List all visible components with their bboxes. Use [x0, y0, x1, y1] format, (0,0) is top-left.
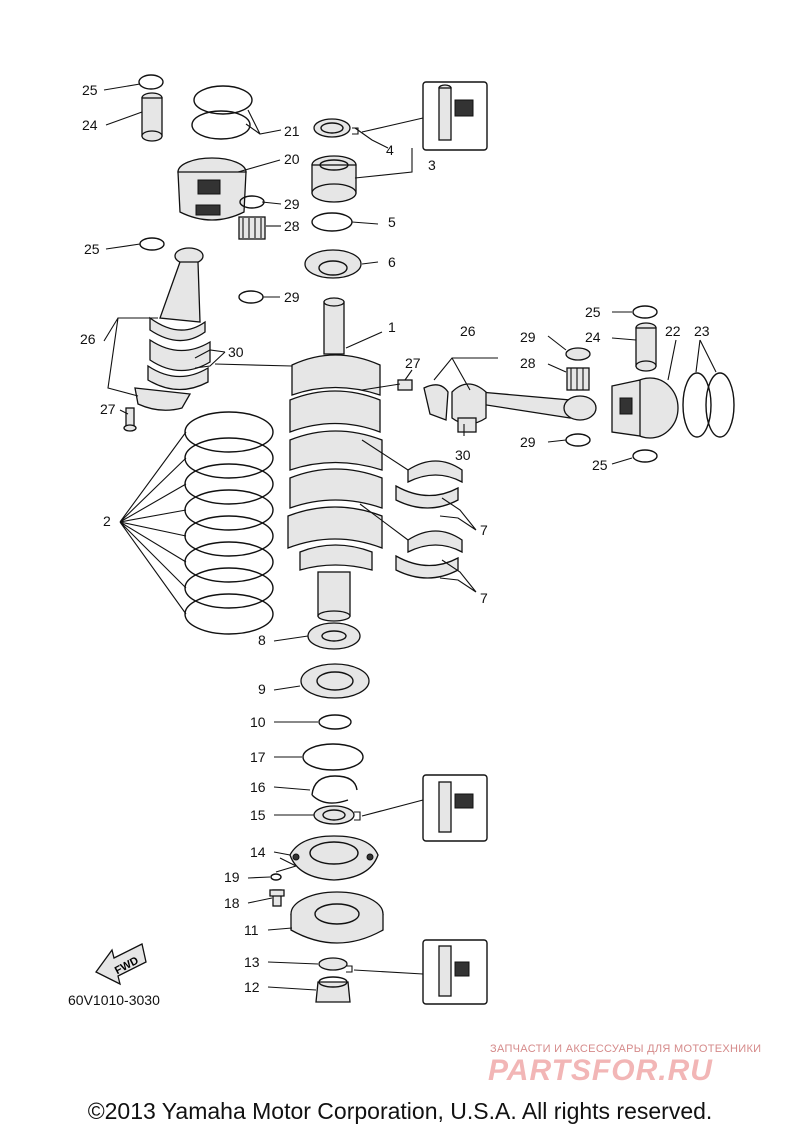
callout-30: 30 — [228, 344, 244, 360]
callout-7: 7 — [480, 590, 488, 606]
callout-11: 11 — [244, 922, 259, 938]
callout-30: 30 — [455, 447, 471, 463]
callout-25: 25 — [84, 241, 100, 257]
connecting-rod-right — [397, 347, 658, 463]
housing-14 — [289, 835, 379, 881]
callout-20: 20 — [284, 151, 300, 167]
callout-26: 26 — [80, 331, 96, 347]
crankshaft-exploded-diagram: FWD — [68, 74, 735, 1008]
callout-29: 29 — [520, 329, 536, 345]
leader-lines — [103, 83, 717, 991]
nut-12 — [315, 976, 351, 1003]
bearing-6 — [304, 249, 362, 279]
callout-23: 23 — [694, 323, 710, 339]
callout-4: 4 — [386, 142, 394, 158]
washer-19 — [270, 873, 282, 881]
fwd-arrow-icon: FWD — [95, 943, 147, 986]
piston-pin-right — [635, 322, 657, 372]
callout-1: 1 — [388, 319, 396, 335]
piston-rings-right — [682, 372, 735, 438]
callout-25: 25 — [82, 82, 98, 98]
lubricant-symbol-top — [422, 81, 488, 151]
diagram-code: 60V1010-3030 — [68, 992, 160, 1008]
bearing-11 — [290, 891, 384, 944]
piston-pin-left — [141, 92, 163, 142]
piston-right — [611, 377, 679, 439]
main-bearing-7-upper — [395, 460, 463, 509]
gear-8 — [307, 622, 361, 650]
callout-labels: 25 24 21 20 29 28 25 29 26 30 27 4 3 5 6… — [68, 82, 710, 1008]
callout-29: 29 — [284, 289, 300, 305]
callout-17: 17 — [250, 749, 266, 765]
callout-25: 25 — [585, 304, 601, 320]
piston-rings-left — [191, 85, 253, 140]
callout-22: 22 — [665, 323, 681, 339]
watermark-tagline: ЗАПЧАСТИ И АКСЕССУАРЫ ДЛЯ МОТОТЕХНИКИ — [490, 1043, 762, 1055]
crankshaft-1 — [287, 297, 383, 622]
bolt-18 — [269, 889, 285, 907]
piston-ring-stack-2 — [184, 411, 274, 635]
retainer-16 — [311, 775, 358, 804]
callout-27: 27 — [405, 355, 421, 371]
callout-18: 18 — [224, 895, 240, 911]
callout-19: 19 — [224, 869, 240, 885]
main-bearing-7-lower — [395, 530, 463, 579]
circlip-10 — [318, 714, 352, 730]
piston-clip-mid-left — [139, 237, 165, 251]
piston-clip-top-right — [632, 305, 658, 319]
lubricant-symbol-bottom — [422, 939, 488, 1005]
callout-3: 3 — [428, 157, 436, 173]
callout-24: 24 — [82, 117, 98, 133]
callout-25: 25 — [592, 457, 608, 473]
oil-seal-4 — [313, 118, 351, 138]
callout-6: 6 — [388, 254, 396, 270]
o-ring-5 — [311, 212, 353, 232]
oil-seal-13 — [318, 957, 348, 971]
piston-left-details — [238, 195, 266, 240]
copyright-notice: ©2013 Yamaha Motor Corporation, U.S.A. A… — [87, 1098, 713, 1124]
piston-left — [177, 157, 247, 221]
connecting-rod-left — [123, 247, 264, 432]
callout-21: 21 — [284, 123, 300, 139]
callout-26: 26 — [460, 323, 476, 339]
callout-28: 28 — [284, 218, 300, 234]
o-ring-17 — [302, 743, 364, 771]
piston-clip-top-left — [138, 74, 164, 90]
callout-15: 15 — [250, 807, 266, 823]
callout-24: 24 — [585, 329, 601, 345]
callout-27: 27 — [100, 401, 116, 417]
callout-5: 5 — [388, 214, 396, 230]
callout-29: 29 — [520, 434, 536, 450]
callout-7: 7 — [480, 522, 488, 538]
callout-12: 12 — [244, 979, 260, 995]
callout-28: 28 — [520, 355, 536, 371]
callout-10: 10 — [250, 714, 266, 730]
callout-2: 2 — [103, 513, 111, 529]
callout-9: 9 — [258, 681, 266, 697]
callout-8: 8 — [258, 632, 266, 648]
watermark-brand: PARTSFOR.RU — [488, 1054, 713, 1087]
oil-seal-15 — [313, 805, 355, 825]
lubricant-symbol-middle — [422, 774, 488, 842]
callout-13: 13 — [244, 954, 260, 970]
callout-14: 14 — [250, 844, 266, 860]
callout-16: 16 — [250, 779, 266, 795]
bearing-3 — [311, 155, 357, 203]
bearing-9 — [300, 663, 370, 699]
callout-29: 29 — [284, 196, 300, 212]
